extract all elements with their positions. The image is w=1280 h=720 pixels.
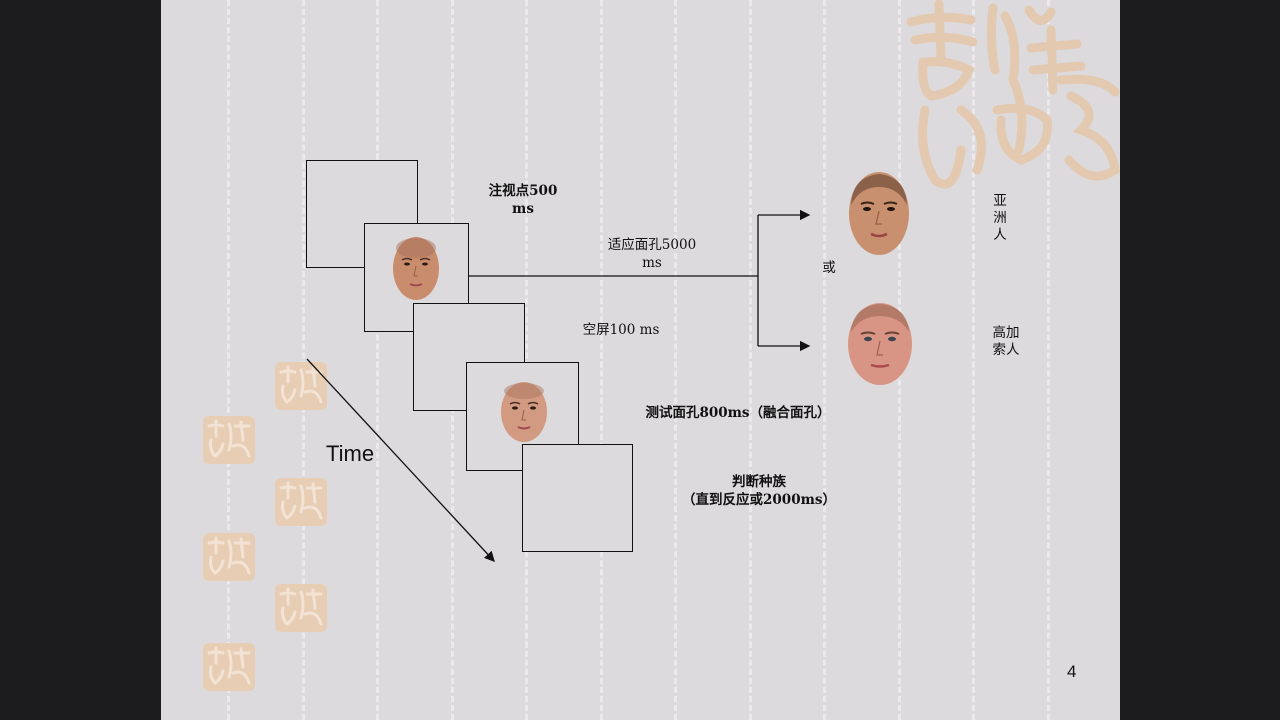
background-dash-line <box>823 0 826 720</box>
seal-stamp-icon <box>275 362 327 410</box>
adaptation-label-line1: 适应面孔5000 <box>607 237 697 253</box>
judgement-label: 判断种族 （直到反应或2000ms） <box>679 473 839 509</box>
judgement-label-line1: 判断种族 <box>732 474 786 490</box>
asian-face-image <box>848 171 910 256</box>
background-dash-line <box>600 0 603 720</box>
time-axis-label: Time <box>326 441 375 466</box>
background-dash-line <box>1047 0 1050 720</box>
test-face-image <box>500 381 548 443</box>
caucasian-choice-label: 高加 索人 <box>989 325 1023 359</box>
or-label: 或 <box>822 260 836 276</box>
background-dash-line <box>525 0 528 720</box>
seal-stamp-icon <box>275 584 327 632</box>
background-dash-line <box>227 0 230 720</box>
adaptation-face-image <box>392 236 440 301</box>
adaptation-label-line2: ms <box>642 255 662 271</box>
seal-stamp-icon <box>203 643 255 691</box>
fixation-label: 注视点500 ms <box>473 182 573 218</box>
background-dash-line <box>749 0 752 720</box>
fixation-label-line2: ms <box>512 201 534 217</box>
caucasian-label-line1: 高加 <box>992 325 1020 341</box>
asian-choice-label: 亚洲人 <box>993 193 1007 243</box>
fixation-label-line1: 注视点500 <box>488 183 558 199</box>
seal-stamp-icon <box>203 533 255 581</box>
test-label: 测试面孔800ms（融合面孔） <box>645 405 831 421</box>
blank-label: 空屏100 ms <box>582 322 660 338</box>
caucasian-face-image <box>847 302 913 386</box>
seal-stamp-icon <box>203 416 255 464</box>
presentation-slide: 注视点500 ms 适应面孔5000 ms 空屏100 ms 测试面孔800ms… <box>161 0 1120 720</box>
caucasian-label-line2: 索人 <box>992 342 1020 358</box>
judgement-frame <box>522 444 633 552</box>
background-dash-line <box>972 0 975 720</box>
seal-stamp-icon <box>275 478 327 526</box>
background-dash-line <box>674 0 677 720</box>
adaptation-label: 适应面孔5000 ms <box>592 236 712 272</box>
calligraphy-watermark <box>901 0 1120 200</box>
background-dash-line <box>376 0 379 720</box>
background-dash-line <box>302 0 305 720</box>
page-number: 4 <box>1067 662 1077 681</box>
judgement-label-line2: （直到反应或2000ms） <box>682 492 836 508</box>
